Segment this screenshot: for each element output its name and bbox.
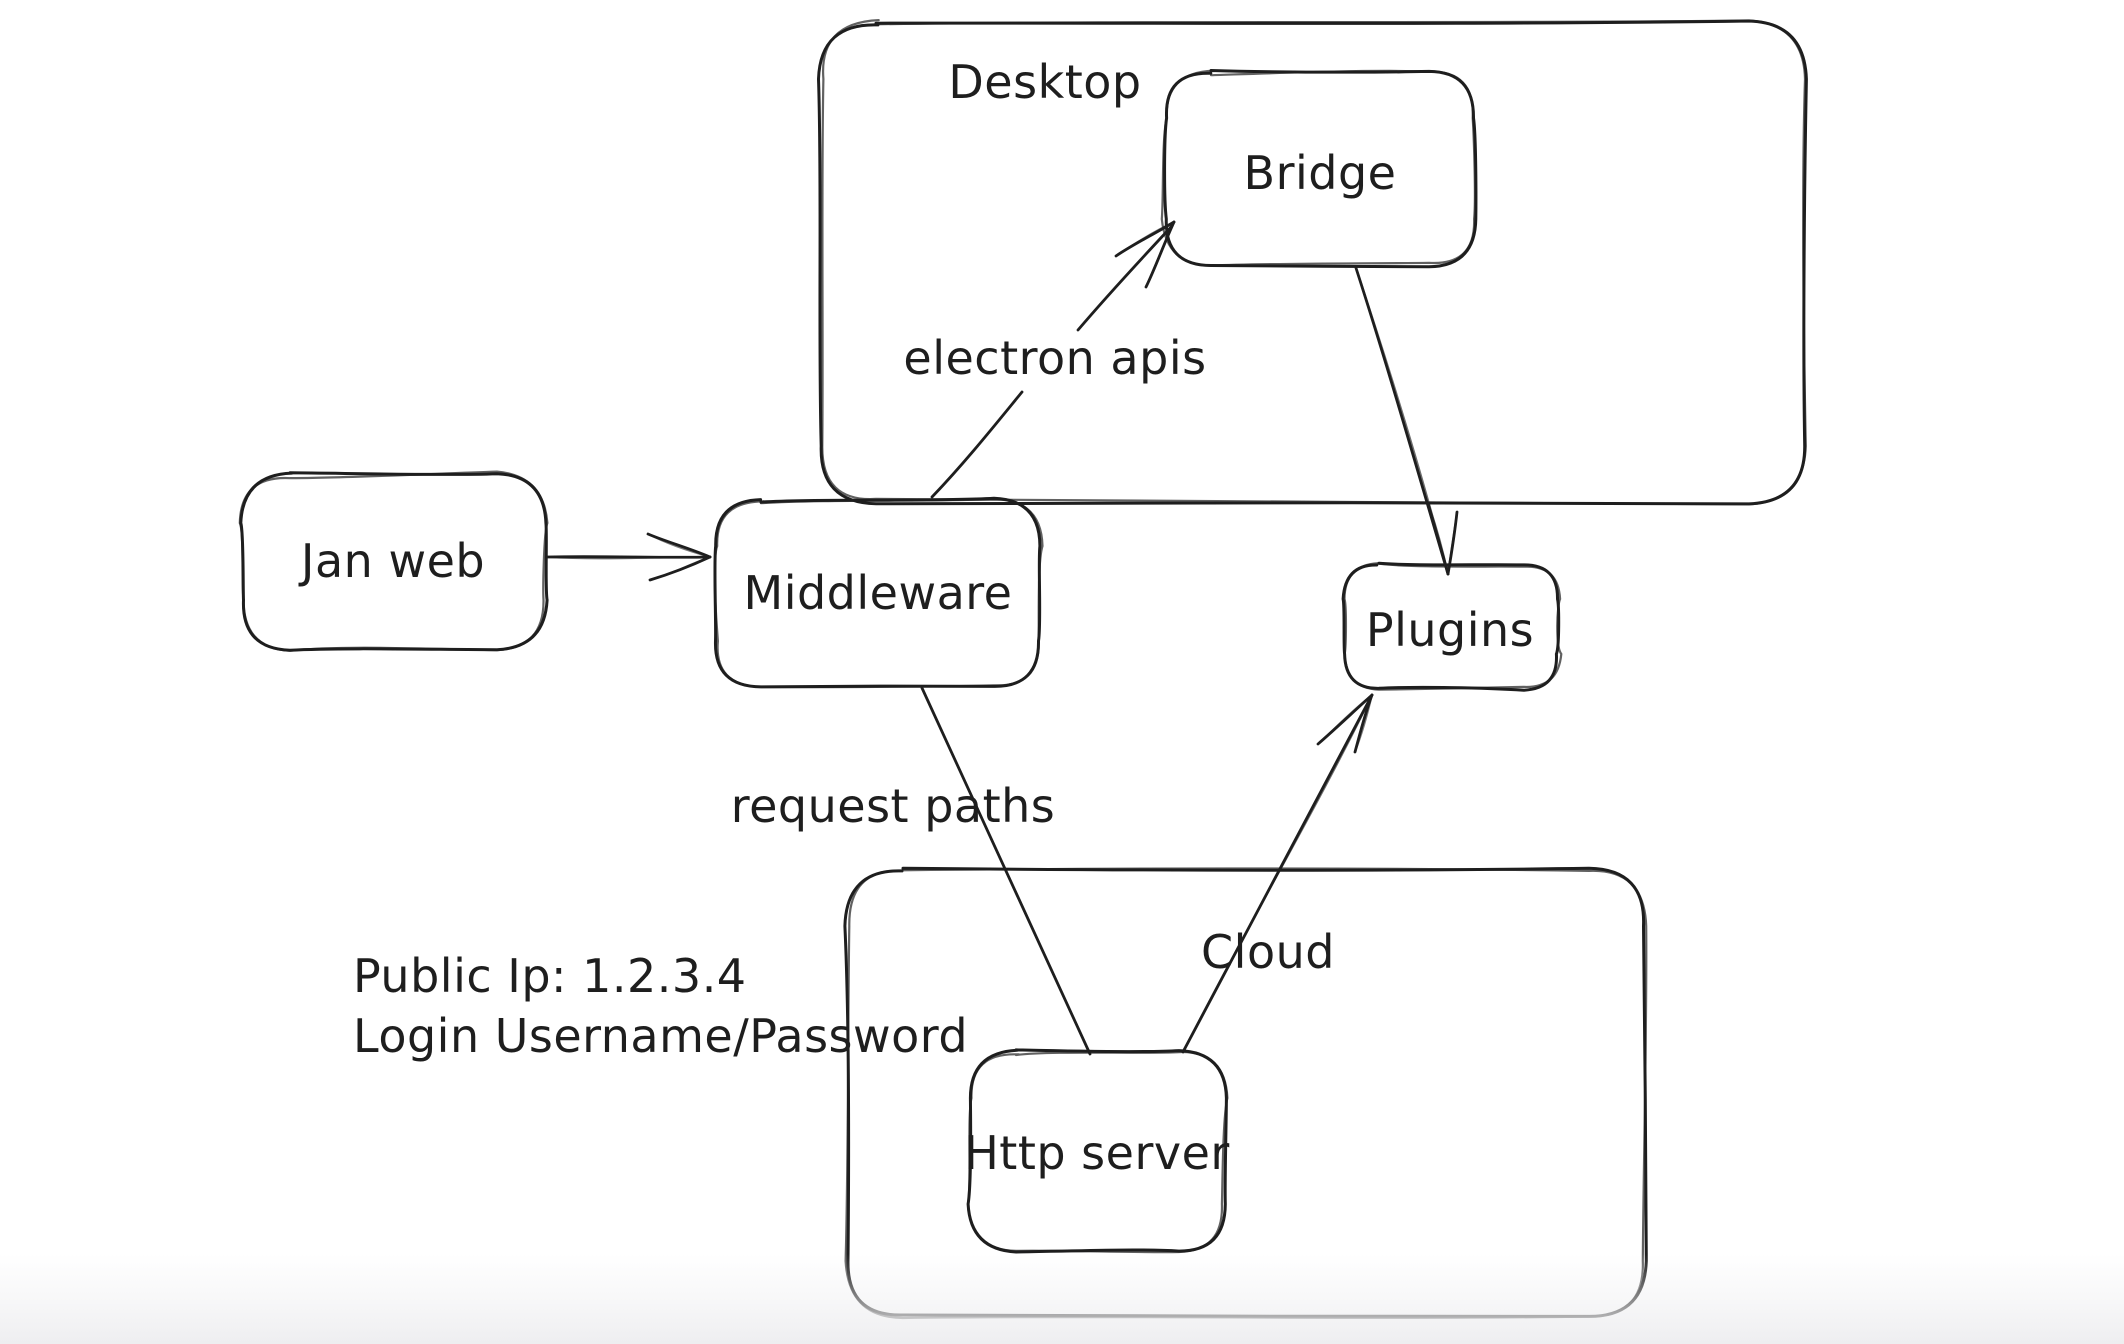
arrowhead-icon	[1114, 220, 1176, 289]
login-note[interactable]: Login Username/Password	[353, 1009, 968, 1063]
bridge-label: Bridge	[1244, 146, 1397, 200]
bridge-second-stroke	[1160, 69, 1476, 267]
edge-httpserver-to-plugins[interactable]	[1181, 693, 1374, 1054]
http-server-second-stroke	[966, 1050, 1229, 1254]
edge-bridge-to-plugins[interactable]	[1354, 266, 1459, 576]
node-http-server[interactable]: Http server	[964, 1048, 1230, 1254]
arrowhead-icon	[1426, 501, 1459, 576]
node-middleware[interactable]: Middleware	[713, 496, 1044, 689]
edge-middleware-to-httpserver[interactable]	[920, 686, 1092, 1056]
middleware-label: Middleware	[744, 566, 1013, 620]
plugins-second-stroke	[1343, 562, 1563, 691]
cloud-label: Cloud	[1201, 925, 1335, 979]
request-paths-label[interactable]: request paths	[731, 779, 1056, 833]
desktop-second-stroke	[821, 19, 1807, 506]
node-desktop[interactable]: Desktop	[816, 19, 1808, 506]
jan-web-second-stroke	[238, 470, 549, 652]
public-ip-note[interactable]: Public Ip: 1.2.3.4	[353, 949, 747, 1003]
desktop-label: Desktop	[948, 55, 1141, 109]
electron-apis-label[interactable]: electron apis	[903, 331, 1206, 385]
plugins-label: Plugins	[1366, 603, 1534, 657]
arrowhead-icon	[646, 532, 712, 582]
edge-janweb-to-middleware[interactable]	[545, 532, 712, 582]
middleware-second-stroke	[713, 498, 1044, 689]
node-jan-web[interactable]: Jan web	[238, 470, 549, 652]
edge-middleware-to-bridge[interactable]	[930, 220, 1176, 499]
arrowhead-icon	[1316, 693, 1374, 754]
jan-web-label: Jan web	[298, 534, 485, 588]
node-plugins[interactable]: Plugins	[1341, 561, 1563, 692]
http-server-label: Http server	[964, 1126, 1230, 1180]
node-bridge[interactable]: Bridge	[1160, 69, 1478, 269]
